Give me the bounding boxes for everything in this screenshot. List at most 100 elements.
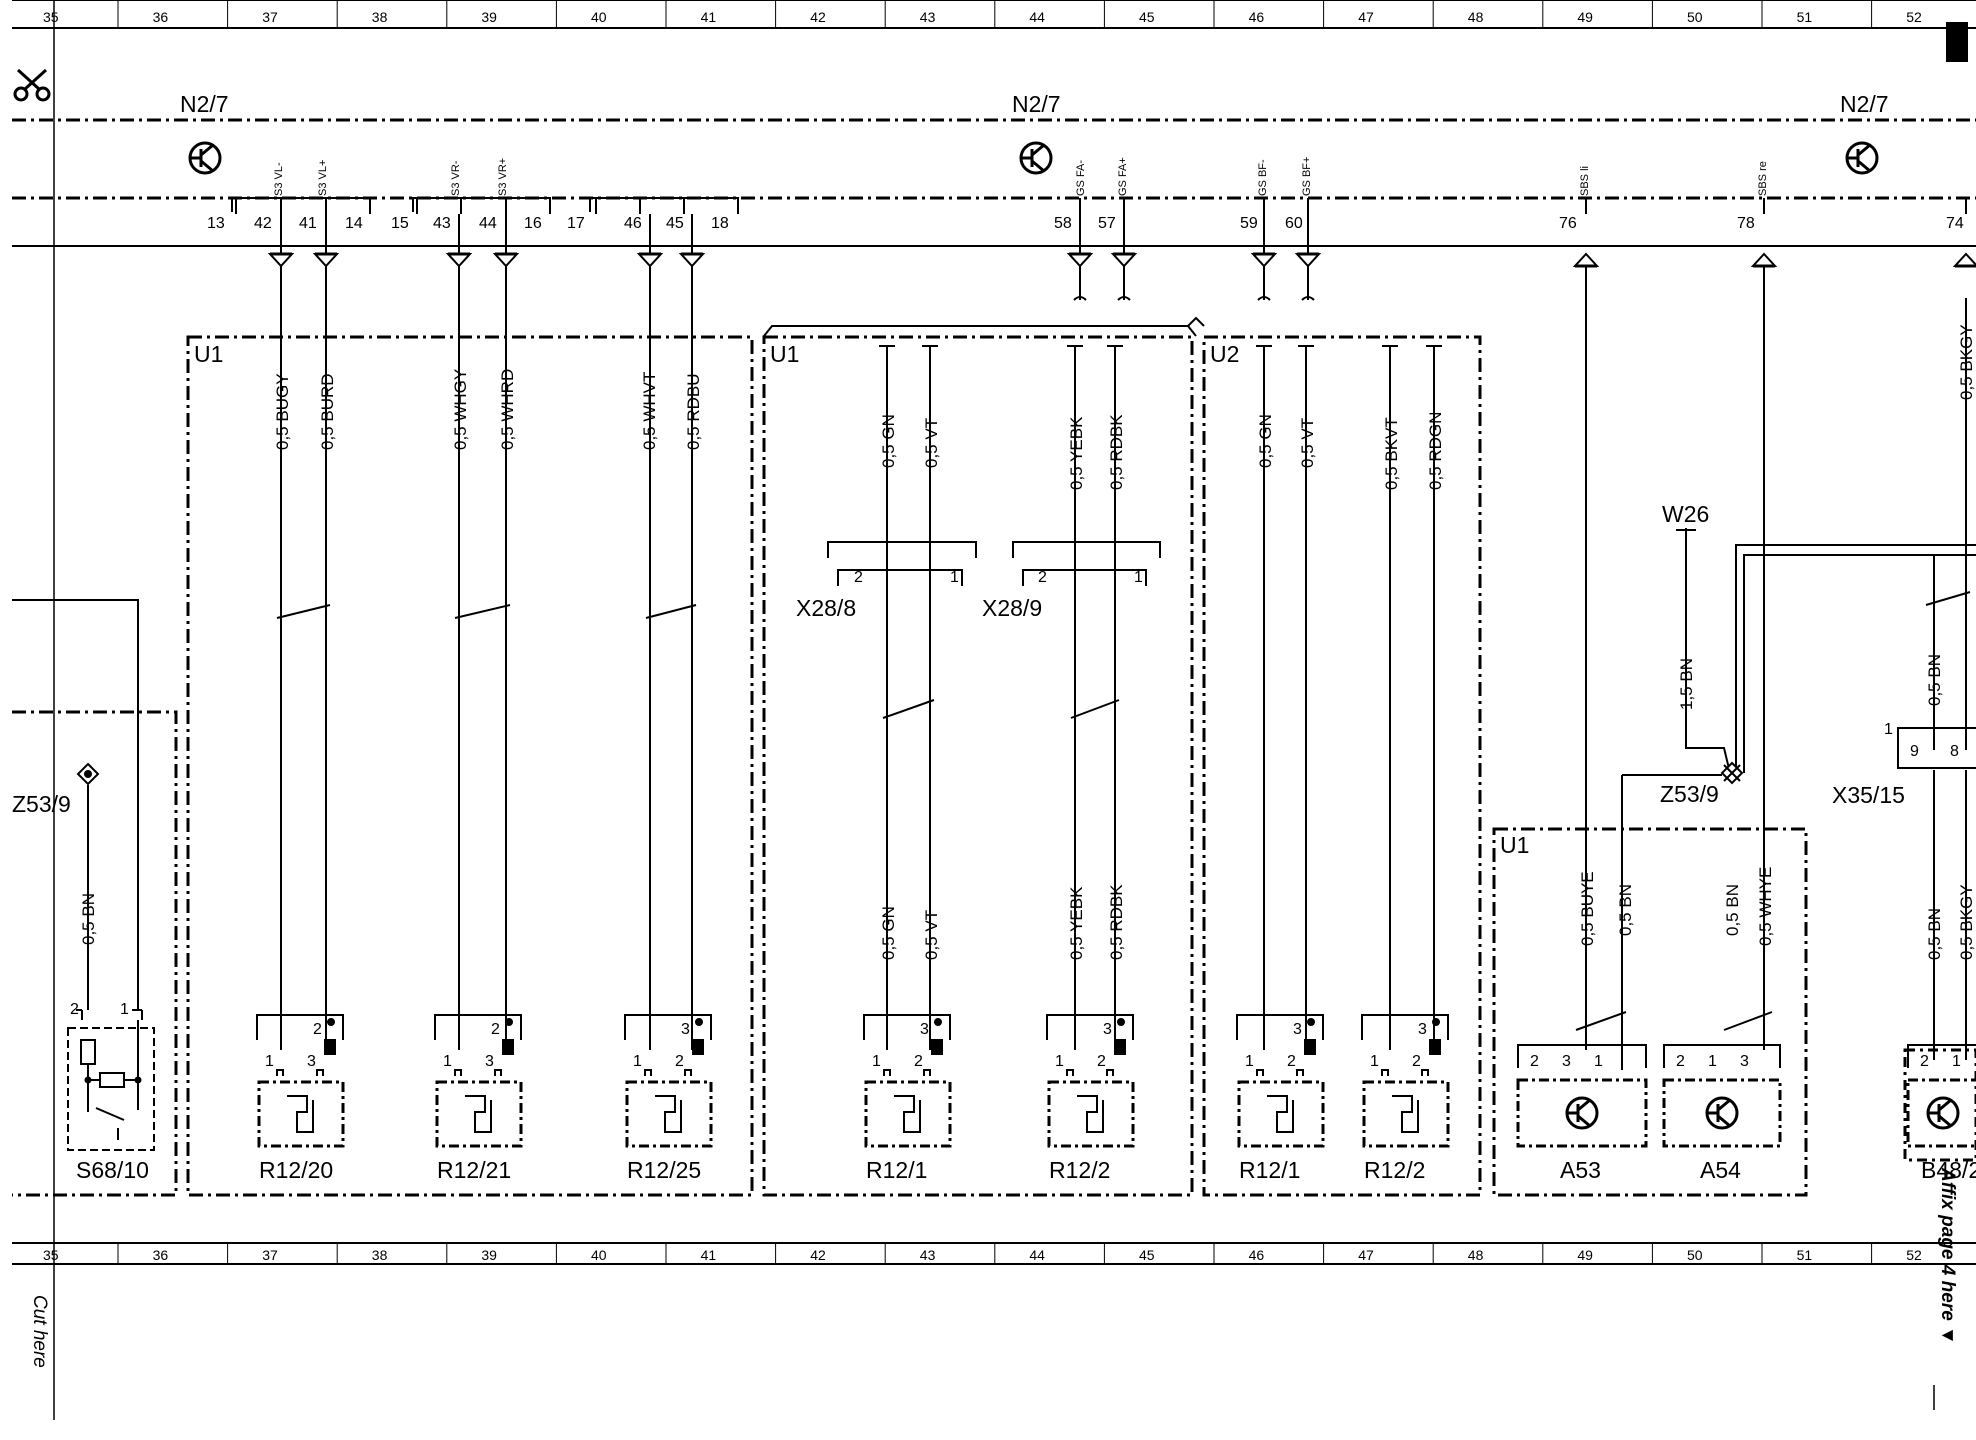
component-body — [1047, 1080, 1135, 1148]
wire-label: 0,5 VT — [922, 418, 941, 468]
pin-label: 2 — [1920, 1053, 1929, 1070]
capacitor-mark — [508, 1039, 514, 1055]
grid-ruler-bottom — [12, 1242, 1976, 1265]
wire-twist — [1070, 699, 1120, 719]
wire-label: 0,5 BUYE — [1578, 871, 1597, 946]
connector-pin-label: 45 — [666, 215, 684, 232]
capacitor-mark — [937, 1039, 943, 1055]
pin-stub — [316, 1069, 324, 1076]
z53-9-left-label: Z53/9 — [12, 791, 71, 817]
module-label-u1: U1 — [194, 341, 223, 367]
wire-label: 0,5 BURD — [318, 373, 337, 450]
grid-number-bottom: 47 — [1358, 1247, 1374, 1263]
transistor-emitter — [1857, 159, 1871, 173]
grid-number-bottom: 49 — [1577, 1247, 1593, 1263]
component-label-r12-2-b: R12/2 — [1364, 1157, 1425, 1183]
arrow-down-icon — [445, 253, 473, 268]
component-body — [625, 1080, 713, 1148]
grid-number-bottom: 40 — [591, 1247, 607, 1263]
module-label-u1: U1 — [770, 341, 799, 367]
resistor-icon — [465, 1095, 492, 1133]
capacitor-mark — [1310, 1039, 1316, 1055]
connector-housing — [1236, 1014, 1324, 1040]
arrow-up-icon — [1572, 252, 1600, 267]
arrow-down-icon — [636, 253, 664, 268]
grid-number-bottom: 41 — [701, 1247, 717, 1263]
module-label-n2-7: N2/7 — [1840, 91, 1889, 117]
pin-stub — [684, 1069, 692, 1076]
pin-label: 1 — [1245, 1053, 1254, 1070]
pin-label: 2 — [1097, 1053, 1106, 1070]
grid-number-top: 43 — [920, 9, 936, 25]
wire-label: 0,5 VT — [1298, 418, 1317, 468]
component-label-r12-2-a: R12/2 — [1049, 1157, 1110, 1183]
sensor-component — [1906, 1044, 1976, 1148]
connector-pin-label: 60 — [1285, 215, 1303, 232]
pin-dot — [1432, 1018, 1440, 1026]
wire-label: 0,5 WHVT — [640, 372, 659, 450]
signal-label: S3 VR+ — [497, 158, 509, 196]
pin-dot — [327, 1018, 335, 1026]
cut-here-note: Cut here — [29, 1295, 50, 1368]
pin-label: 1 — [633, 1053, 642, 1070]
pin-label: 1 — [1370, 1053, 1379, 1070]
pin-dot — [1307, 1018, 1315, 1026]
sensor-component — [1662, 1044, 1782, 1148]
pin-label: 2 — [1038, 569, 1047, 586]
capacitor-mark — [1114, 1039, 1120, 1055]
pin-label: 2 — [1530, 1053, 1539, 1070]
component-body — [1662, 1078, 1782, 1148]
grid-ruler-top — [12, 0, 1976, 29]
wire-twist — [276, 604, 331, 619]
sensor-icon-line — [1938, 1098, 1952, 1112]
capacitor-mark — [1304, 1039, 1310, 1055]
pin-dot — [1117, 1018, 1125, 1026]
capacitor-mark — [1120, 1039, 1126, 1055]
component-label-r12-25: R12/25 — [627, 1157, 701, 1183]
sensor-icon-line — [1577, 1098, 1591, 1112]
resistor-icon — [287, 1095, 314, 1133]
component-label-r12-20: R12/20 — [259, 1157, 333, 1183]
arrow-down-icon — [312, 253, 340, 268]
signal-label: S3 VL+ — [317, 160, 329, 196]
component-label-w26: W26 — [1662, 501, 1709, 527]
transistor-icon — [1845, 141, 1879, 175]
pin-label: 3 — [681, 1021, 690, 1038]
signal-label: GS BF+ — [1301, 157, 1313, 196]
pin-label: 2 — [313, 1021, 322, 1038]
wire-twist — [1925, 591, 1971, 606]
connector-pin-label: 41 — [299, 215, 317, 232]
pin-label: 3 — [1740, 1053, 1749, 1070]
scissors-icon — [13, 68, 51, 102]
pin-label: 3 — [307, 1053, 316, 1070]
grid-number-top: 45 — [1139, 9, 1155, 25]
grid-number-top: 47 — [1358, 9, 1374, 25]
connector-pin-label: 74 — [1946, 215, 1964, 232]
pin-label: 1 — [1708, 1053, 1717, 1070]
connector-pin-label: 57 — [1098, 215, 1116, 232]
resistor-icon — [1392, 1095, 1419, 1133]
connector-housing — [1907, 1044, 1976, 1068]
signal-label: SBS li — [1579, 166, 1591, 196]
wire-label-w26: 1,5 BN — [1677, 658, 1696, 710]
connector-pin-label: 16 — [524, 215, 542, 232]
connector-housing — [1046, 1014, 1134, 1040]
connector-bracket — [231, 197, 371, 212]
pin-label: 2 — [914, 1053, 923, 1070]
pin-label: 3 — [1418, 1021, 1427, 1038]
pin-label: 9 — [1910, 743, 1919, 760]
component-body — [864, 1080, 952, 1148]
resistor-icon — [894, 1095, 921, 1133]
signal-label: S3 VR- — [450, 160, 462, 196]
grid-number-top: 35 — [43, 9, 59, 25]
transistor-icon — [188, 141, 222, 175]
component-label-a54: A54 — [1700, 1157, 1741, 1183]
wire-label: 0,5 RDBK — [1107, 884, 1126, 960]
pin-label: 2 — [1287, 1053, 1296, 1070]
connector-pin-label: 18 — [711, 215, 729, 232]
component-label-r12-1-a: R12/1 — [866, 1157, 927, 1183]
pin-label: 1 — [950, 569, 959, 586]
resistor-icon — [655, 1095, 682, 1133]
